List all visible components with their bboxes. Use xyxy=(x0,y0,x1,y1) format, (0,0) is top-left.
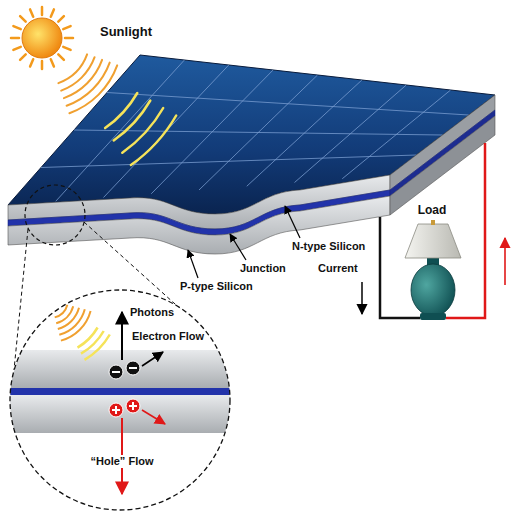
layer-label: Junction xyxy=(240,262,286,275)
zoom-p-layer xyxy=(0,395,240,433)
zoom-circle xyxy=(10,290,230,510)
hole-arrow xyxy=(142,410,165,424)
load-label: Load xyxy=(418,203,447,217)
circuit xyxy=(362,143,505,318)
lamp-shade xyxy=(405,224,461,258)
hole xyxy=(109,403,123,417)
sunlight-label: Sunlight xyxy=(100,24,152,40)
panel-top-face xyxy=(8,55,495,214)
current-arrow xyxy=(504,238,506,285)
leader-line xyxy=(230,234,246,260)
lamp-base xyxy=(420,313,446,320)
zoom-callout xyxy=(0,185,240,510)
flow-label: “Hole” Flow xyxy=(89,455,156,468)
leader-line xyxy=(188,250,198,278)
plus-sign xyxy=(129,402,137,410)
leader-line xyxy=(285,206,300,238)
minus-sign xyxy=(129,367,137,369)
yellow-waves xyxy=(105,93,176,165)
electron-arrow xyxy=(142,352,163,366)
zoom-content xyxy=(0,305,240,433)
sun-disc xyxy=(22,18,62,58)
electron-symbols xyxy=(109,361,140,379)
sunlight-waves xyxy=(58,54,176,165)
leader-lines xyxy=(188,206,300,278)
current-arrow xyxy=(361,282,363,314)
layer-label: P-type Silicon xyxy=(180,280,253,293)
minus-sign xyxy=(112,371,120,373)
plus-sign xyxy=(112,406,120,414)
current-label: Current xyxy=(318,262,358,275)
photons-label: Photons xyxy=(130,306,174,319)
photon-waves xyxy=(55,305,91,341)
layer-label: N-type Silicon xyxy=(292,240,365,253)
photon-waves xyxy=(78,328,110,360)
electron xyxy=(109,365,123,379)
side-p-layer xyxy=(390,116,495,215)
lamp-body xyxy=(411,264,455,316)
lamp xyxy=(405,220,461,320)
sun-rays xyxy=(11,7,73,69)
zoom-source-circle xyxy=(25,185,85,245)
hole-symbols xyxy=(109,399,140,417)
zoom-junction xyxy=(0,388,240,395)
electron xyxy=(126,361,140,375)
lamp-finial xyxy=(431,220,435,225)
side-junction-layer xyxy=(390,110,495,196)
flow-label: Electron Flow xyxy=(132,330,204,343)
photon-arrow xyxy=(121,312,123,360)
orange-waves xyxy=(58,54,117,113)
hole xyxy=(126,399,140,413)
zoom-n-layer xyxy=(0,350,240,388)
sun xyxy=(11,7,73,69)
p-type-layer xyxy=(8,196,390,254)
